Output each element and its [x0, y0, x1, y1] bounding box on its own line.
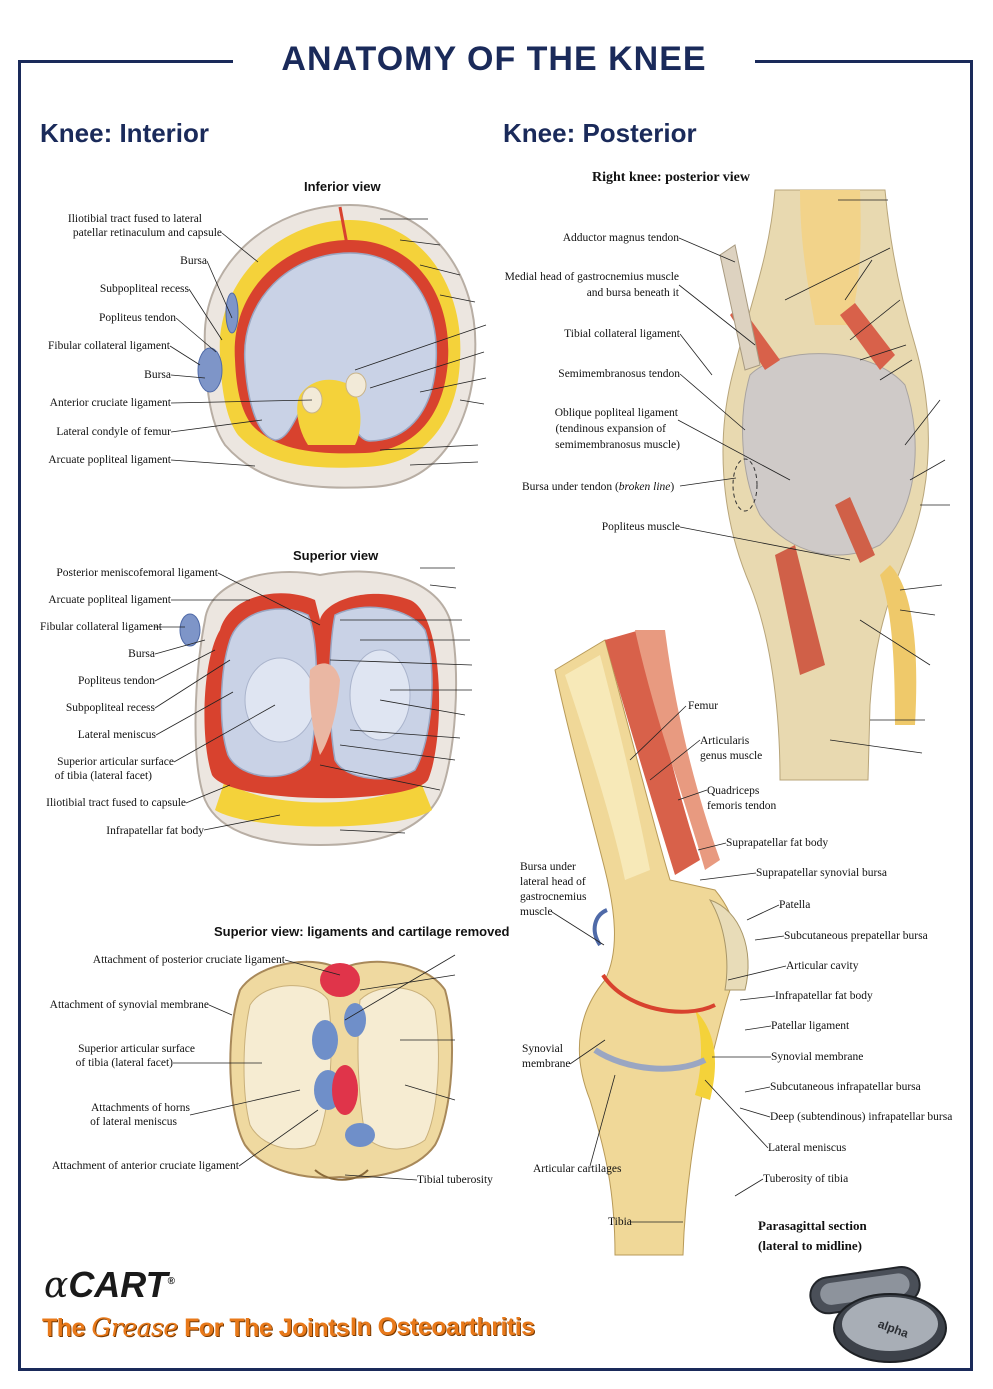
label-attach-synovial: Attachment of synovial membrane [49, 999, 209, 1011]
brand-slogan: The Grease For The Joints [42, 1313, 350, 1342]
label-semimembranosus-tendon: Semimembranosus tendon [558, 368, 680, 380]
label-fibular-collateral-1: Fibular collateral ligament [48, 340, 170, 352]
label-attach-anterior-cruciate: Attachment of anterior cruciate ligament [51, 1160, 239, 1172]
posterior-view-subtitle: Right knee: posterior view [592, 170, 750, 185]
poster-title: ANATOMY OF THE KNEE [281, 40, 707, 78]
posterior-knee-illustration [719, 189, 929, 781]
label-oblique-popliteal-1: Oblique popliteal ligament [554, 407, 678, 419]
label-superior-articular-1: Superior articular surface [57, 756, 174, 768]
label-quadriceps-1: Quadriceps [707, 785, 760, 797]
label-oblique-popliteal-2: (tendinous expansion of [555, 423, 666, 435]
label-popliteus-muscle: Popliteus muscle [601, 521, 680, 533]
label-patella: Patella [779, 899, 811, 911]
label-bursa-3: Bursa [128, 648, 155, 660]
label-articular-cavity: Articular cavity [786, 960, 859, 972]
label-attach-posterior-cruciate: Attachment of posterior cruciate ligamen… [92, 954, 285, 966]
label-medial-gastrocnemius-1: Medial head of gastrocnemius muscle [504, 271, 679, 283]
label-medial-gastrocnemius-2: and bursa beneath it [586, 287, 679, 299]
label-popliteus-tendon-1: Popliteus tendon [99, 312, 176, 324]
label-infrapatellar-fat-2: Infrapatellar fat body [775, 990, 873, 1002]
label-subpopliteal-recess-1: Subpopliteal recess [99, 283, 189, 295]
tibia-plateau-illustration [229, 960, 454, 1181]
label-iliotibial-tract-1: Iliotibial tract fused to lateral [67, 213, 202, 225]
label-subpopliteal-recess-2: Subpopliteal recess [65, 702, 155, 714]
label-bursa-gastrocnemius-3: gastrocnemius [520, 891, 587, 903]
label-synovial-membrane: Synovial membrane [771, 1051, 864, 1063]
superior-view-illustration [179, 570, 458, 847]
label-tibia: Tibia [608, 1216, 632, 1228]
label-subcutaneous-infrapatellar: Subcutaneous infrapatellar bursa [770, 1081, 921, 1093]
label-lateral-meniscus-1: Lateral meniscus [77, 729, 156, 741]
label-articularis-2: genus muscle [700, 750, 763, 762]
label-superior-articular-2: of tibia (lateral facet) [54, 770, 152, 782]
label-suprapatellar-bursa: Suprapatellar synovial bursa [756, 867, 887, 879]
label-synovial-1: Synovial [522, 1043, 563, 1055]
label-bursa-2: Bursa [144, 369, 171, 381]
label-quadriceps-2: femoris tendon [707, 800, 777, 812]
label-deep-infrapatellar: Deep (subtendinous) infrapatellar bursa [770, 1111, 953, 1123]
label-superior-articular-3: Superior articular surface [78, 1043, 195, 1055]
sagittal-subtitle-2: (lateral to midline) [758, 1238, 862, 1253]
label-articular-cartilages: Articular cartilages [533, 1163, 622, 1175]
section-title-posterior: Knee: Posterior [503, 118, 697, 148]
label-arcuate-popliteal-2: Arcuate popliteal ligament [48, 594, 171, 606]
label-superior-articular-4: of tibia (lateral facet) [75, 1057, 173, 1069]
label-femur: Femur [688, 700, 719, 712]
label-bursa-gastrocnemius-2: lateral head of [520, 876, 586, 888]
label-attach-horns-2: of lateral meniscus [90, 1116, 177, 1128]
label-lateral-condyle: Lateral condyle of femur [56, 426, 171, 438]
parasagittal-section-illustration [554, 630, 749, 1256]
label-anterior-cruciate: Anterior cruciate ligament [49, 397, 171, 409]
sagittal-subtitle-1: Parasagittal section [758, 1218, 867, 1233]
removed-view-subtitle: Superior view: ligaments and cartilage r… [214, 924, 510, 939]
label-posterior-meniscofemoral: Posterior meniscofemoral ligament [56, 567, 218, 579]
brand-logo: αCART® [44, 1264, 176, 1306]
label-bursa-under-tendon: Bursa under tendon (broken line) [522, 481, 675, 493]
label-bursa-gastrocnemius-4: muscle [520, 906, 553, 918]
superior-view-subtitle: Superior view [293, 548, 379, 563]
inferior-view-subtitle: Inferior view [304, 179, 381, 194]
label-suprapatellar-fat: Suprapatellar fat body [726, 837, 829, 849]
frame-top-right [755, 60, 973, 63]
label-synovial-2: membrane [522, 1058, 571, 1070]
label-tuberosity-of-tibia: Tuberosity of tibia [763, 1173, 849, 1185]
label-patellar-ligament: Patellar ligament [771, 1020, 850, 1032]
label-lateral-meniscus-2: Lateral meniscus [768, 1142, 847, 1154]
brand-slogan-osteoarthritis: In Osteoarthritis [350, 1313, 535, 1341]
label-articularis-1: Articularis [700, 735, 750, 747]
inferior-view-illustration [197, 203, 477, 489]
label-tibial-tuberosity: Tibial tuberosity [417, 1174, 493, 1186]
label-iliotibial-capsule: Iliotibial tract fused to capsule [46, 797, 186, 809]
label-attach-horns-1: Attachments of horns [90, 1102, 190, 1114]
label-infrapatellar-fat-1: Infrapatellar fat body [106, 825, 204, 837]
label-fibular-collateral-2: Fibular collateral ligament [40, 621, 162, 633]
frame-top-left [18, 60, 233, 63]
poster-frame [18, 62, 973, 1371]
label-bursa-1: Bursa [180, 255, 207, 267]
label-iliotibial-tract-2: patellar retinaculum and capsule [72, 227, 222, 239]
label-prepatellar-bursa: Subcutaneous prepatellar bursa [784, 930, 928, 942]
label-adductor-magnus: Adductor magnus tendon [562, 232, 679, 244]
label-arcuate-popliteal-1: Arcuate popliteal ligament [48, 454, 171, 466]
label-tibial-collateral: Tibial collateral ligament [564, 328, 680, 340]
label-bursa-gastrocnemius-1: Bursa under [520, 861, 576, 873]
section-title-interior: Knee: Interior [40, 118, 210, 148]
product-pills-image: alpha [809, 1265, 947, 1363]
label-popliteus-tendon-2: Popliteus tendon [78, 675, 155, 687]
label-oblique-popliteal-3: semimembranosus muscle) [555, 439, 680, 451]
